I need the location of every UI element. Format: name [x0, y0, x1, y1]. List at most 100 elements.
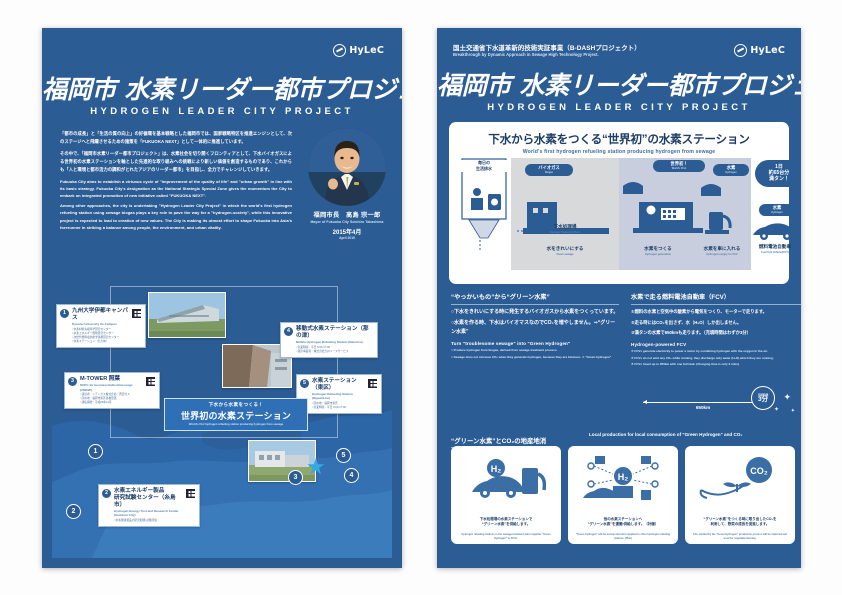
map-card-ito-campus[interactable]: 1 九州大学伊都キャンパス Kyushu University Ito Camp…	[56, 304, 146, 348]
fill-time-label: 充填時間	[757, 393, 769, 397]
map-card-title-en: Hydrogen Refueling Station (Higashi-ku)	[312, 392, 353, 401]
qr-code-icon	[368, 379, 377, 388]
col-left-point-en-2: □ Sewage does not increase CO₂ when they…	[451, 354, 612, 359]
map-card-test-center[interactable]: 2 水素エネルギー製品 研究試験センター（糸島市） Hydrogen Energ…	[98, 484, 200, 527]
hydrogen-production-icon	[623, 182, 732, 234]
col-right-point-en-1: ① FCVs generate electricity to power a m…	[631, 349, 768, 354]
world-first-jp: 世界初！	[670, 161, 688, 166]
fcv-car-icon	[753, 223, 797, 240]
map-card-title-jp: 水素ステーション（東区）	[312, 378, 357, 391]
map-pin-3[interactable]: 3	[288, 470, 303, 485]
hydrogen-label-2-en: Hydrogen	[771, 210, 783, 214]
col-right-point-en-3: ③ FCVs travel up to 650km with one full …	[631, 362, 740, 367]
right-page: 国土交通省下水道革新的技術実証事業（B-DASHプロジェクト） Breakthr…	[437, 28, 801, 568]
map-card-meta: ○水素材料先端科学研究センター ○水素エネルギー国際研究センター ○次世代燃料電…	[72, 327, 120, 343]
map-banner-line1: 下水から水素をつくる！	[208, 402, 264, 407]
hydrogen-bubble-2: 水素 Hydrogen	[759, 204, 795, 216]
left-page-body: 「都市の成長」と「生活の質の向上」の好循環を基本戦略とした福岡市では、国家戦略特…	[60, 130, 292, 234]
col-left-point-en-1: □ Produce hydrogen from biogas, derived …	[451, 348, 558, 353]
col-left-point-1: ○下水をきれいにする時に発生するバイオガスから水素をつくっています。	[451, 309, 619, 315]
bottom-card-1-en: Hydrogen refueling stations in the sewag…	[461, 533, 551, 540]
bottom-card-1-jp: 下水処理場の水素ステーションで “グリーン水素”を供給します。	[479, 516, 533, 526]
qr-code-icon	[146, 377, 155, 386]
body-en-2: Among other approaches, the city is unde…	[60, 203, 292, 230]
svg-text:H₂: H₂	[618, 472, 629, 482]
fukuoka-map: 1 九州大学伊都キャンパス Kyushu University Ito Camp…	[52, 276, 392, 558]
map-card-title-en: SOFC for business/industrial usage (250k…	[80, 383, 133, 392]
left-page: HyLeC 福岡市 水素リーダー都市プロジェクト HYDROGEN LEADER…	[42, 28, 402, 568]
map-card-m-tower[interactable]: 3 M-TOWER 照葉 SOFC for business/industria…	[64, 372, 160, 409]
map-card-meta: ○運営者：シティガス株式会社／西部ガス ○所在地：福岡市東区香椎照葉 ○運転開始…	[80, 393, 130, 404]
col-right-point-en-2: ② FCVs do not emit any CO₂ while running…	[631, 355, 774, 360]
co2-plant-growing-icon: CO₂	[699, 457, 772, 499]
svg-text:H₂: H₂	[491, 464, 502, 474]
hylec-logo: HyLeC	[734, 44, 785, 57]
map-pin-2[interactable]: 2	[66, 504, 81, 519]
bottom-card-2: H₂ 他の水素ステーションへ “グリーン水素”を運搬・供給します。（計画） "G…	[568, 446, 678, 544]
fcv-label-jp: 燃料電池自動車	[758, 244, 792, 249]
map-card-meta: ○営業時間：平日 9:00-17:00 ○運営事業者：株式会社九州リースサービス	[296, 345, 349, 353]
world-first-bubble: 世界初！ World's First	[653, 160, 705, 172]
map-card-title-en: Hydrogen Energy Test and Research Center…	[114, 509, 179, 518]
svg-text:CO₂: CO₂	[750, 466, 768, 476]
map-pin-4[interactable]: 4	[344, 468, 359, 483]
flow-caption-3-jp: 水素を車に入れる	[703, 246, 741, 251]
hylec-wordmark: HyLeC	[349, 45, 384, 56]
distance-value: 650km	[695, 404, 711, 410]
sparkle-icon-3: ✦	[790, 408, 795, 414]
flow-caption-2-en: Hydrogen generation	[644, 252, 672, 256]
body-jp-1: 「都市の成長」と「生活の質の向上」の好循環を基本戦略とした福岡市では、国家戦略特…	[60, 131, 292, 144]
bottom-card-3-jp: “グリーン水素”をつくる時に取り出したCO₂を 利用して、野菜の成長を促進します…	[703, 516, 777, 526]
column-green-hydrogen: “やっかいもの”から“グリーン水素” ○下水をきれいにする時に発生するバイオガス…	[451, 292, 619, 362]
mayor-photo	[308, 128, 386, 206]
flow-caption-1-jp: 水をきれいにする	[546, 246, 584, 251]
household-sewage-icon	[461, 158, 507, 252]
flow-step-1-jp: 下水処理場	[553, 224, 577, 229]
left-page-subtitle: HYDROGEN LEADER CITY PROJECT	[90, 106, 354, 117]
map-card-title-jp: 九州大学伊都キャンパス	[72, 308, 128, 321]
biogas-label-en: Biogas	[545, 170, 553, 174]
flow-caption-1-en: Clean sewage	[556, 252, 574, 256]
body-en-1: Fukuoka City aims to establish a virtuou…	[60, 178, 292, 199]
process-flow-diagram: 毎日の 生活排水 バイオガス Biogas 下水処理場 Sewage Treat…	[459, 158, 801, 270]
mayor-name-jp: 福岡市長 高島 宗一郎	[313, 212, 381, 219]
bottom-card-2-en: "Green hydrogen" will be transported and…	[575, 533, 671, 540]
mayor-name-en: Mayor of Fukuoka City Soichiro Takashima	[310, 220, 384, 224]
col-left-point-2: ○水素を作る時、下水はバイオマスなのでCO₂を増やしません。⇒“グリーン水素”	[451, 320, 616, 335]
col-right-heading-en: Hydrogen-powered FCV	[631, 341, 687, 347]
map-banner-line3: World's first hydrogen refueling station…	[188, 423, 284, 426]
hylec-wordmark: HyLeC	[750, 45, 785, 56]
sparkle-icon-2: ✦	[773, 407, 779, 413]
thumb-itoshima-center	[248, 440, 316, 482]
col-right-point-2: ②走る時にはCO₂を出さず、水（H₂O）しか出しません。	[631, 319, 742, 325]
map-pin-1[interactable]: 1	[88, 444, 103, 459]
flow-caption-2-jp: 水素をつくる	[644, 246, 672, 251]
bottom-heading-en: Local production for local consumption o…	[589, 432, 743, 437]
map-card-number: 1	[60, 308, 69, 318]
map-card-higashi-station[interactable]: 5 水素ステーション（東区） Hydrogen Refueling Statio…	[296, 374, 382, 414]
map-card-number: 2	[102, 488, 111, 498]
hylec-ring-icon	[333, 44, 347, 57]
flow-caption-3-en: Hydrogen supply for FCV	[706, 252, 738, 256]
biogas-label-jp: バイオガス	[538, 165, 560, 170]
capacity-label: 1日 約65台分 満タン！	[768, 164, 790, 182]
fcv-label-en: Fuel Cell Vehicle(FCV)	[761, 250, 789, 254]
column-fcv: 水素で走る燃料電池自動車（FCV） ①燃料の水素と空気中の酸素から電気をつくり、…	[631, 292, 801, 369]
map-card-title-jp: 移動式水素ステーション（那の津）	[296, 326, 369, 339]
biogas-bubble: バイオガス Biogas	[525, 164, 573, 176]
hylec-ring-icon	[734, 44, 748, 57]
map-star-marker: ★	[306, 454, 326, 479]
distance-indicator: 650km	[643, 400, 763, 410]
mayor-date-jp: 2015年4月	[332, 230, 362, 236]
thumb-ito-campus	[148, 292, 226, 338]
capacity-bubble: 1日 約65台分 満タン！	[755, 160, 801, 188]
map-card-mobile-station[interactable]: 4 移動式水素ステーション（那の津） Mobile Hydrogen Refue…	[280, 322, 378, 358]
world-first-en: World's First	[671, 166, 687, 170]
map-pin-5[interactable]: 5	[336, 448, 351, 463]
flow-step-1-en: Sewage Treatment Plant	[550, 230, 580, 234]
left-page-title: 福岡市 水素リーダー都市プロジェクト	[42, 75, 402, 104]
fill-time-value: 3分	[757, 395, 769, 403]
col-right-point-3: ③満タンの水素で650kmも走ります。（充填時間はわずか3分）	[631, 330, 751, 336]
hydrogen-bubble-1: 水素 Hydrogen	[713, 164, 749, 176]
